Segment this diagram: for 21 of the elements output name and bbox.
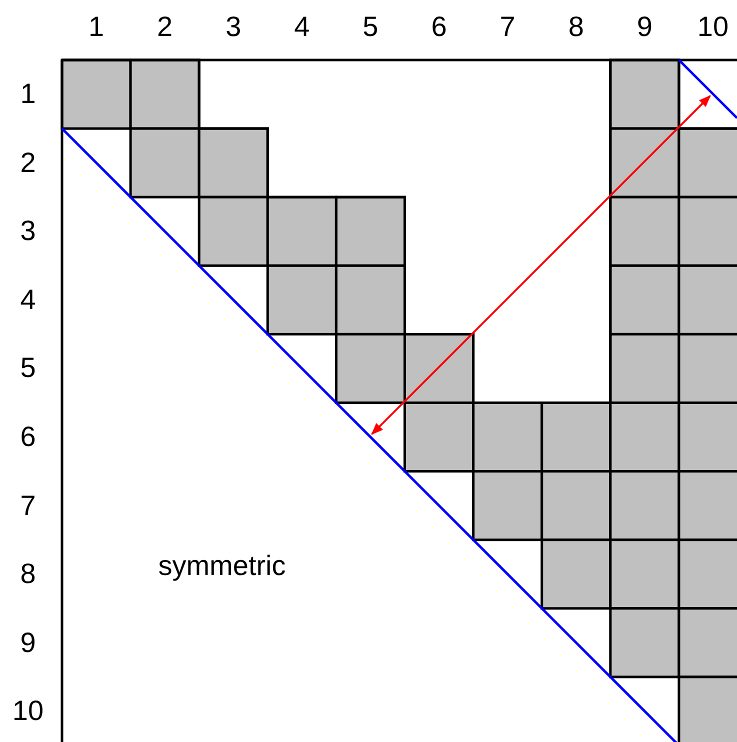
column-number: 6	[431, 11, 447, 43]
row-number: 6	[20, 421, 36, 454]
row-number: 2	[20, 146, 36, 179]
row-number: 1	[20, 78, 36, 110]
row-number: 3	[20, 215, 36, 248]
matrix-note: symmetric	[158, 550, 286, 582]
row-number: 8	[20, 558, 36, 590]
column-number: 2	[157, 11, 173, 43]
row-number: 7	[20, 490, 36, 522]
row-number: 5	[20, 352, 36, 384]
column-number: 3	[226, 11, 242, 43]
column-number: 10	[697, 11, 729, 43]
column-number: 7	[500, 11, 516, 43]
column-number: 4	[294, 11, 310, 43]
row-number: 9	[20, 626, 36, 659]
column-number: 1	[88, 11, 104, 43]
column-number: 5	[362, 11, 378, 43]
column-number: 9	[636, 11, 652, 43]
column-number: 8	[568, 11, 584, 43]
row-number: 10	[12, 695, 44, 728]
row-number: 4	[20, 284, 36, 316]
